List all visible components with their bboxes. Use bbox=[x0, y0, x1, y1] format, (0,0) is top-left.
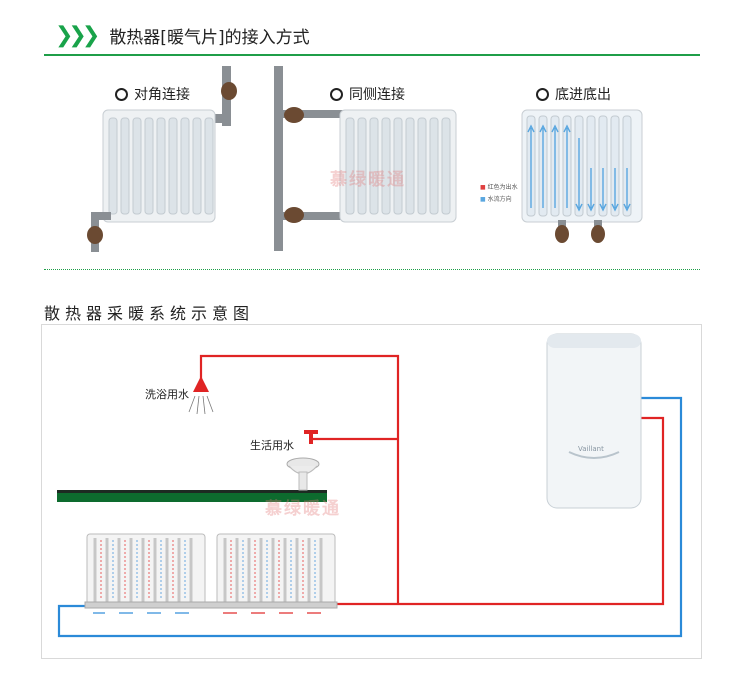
watermark-text-2: 慕绿暖通 bbox=[265, 499, 341, 519]
title-underline bbox=[44, 54, 700, 56]
watermark-text: 慕绿暖通 bbox=[330, 170, 406, 190]
radiator-same-side-illustration bbox=[274, 66, 457, 251]
section-title: 散热器[暖气片]的接入方式 bbox=[109, 27, 310, 48]
radiator-diagonal-illustration bbox=[87, 66, 237, 252]
connection-label-same-side: 同侧连接 bbox=[330, 84, 405, 104]
domestic-water-label: 生活用水 bbox=[250, 439, 294, 452]
circle-bullet-icon bbox=[115, 87, 128, 101]
radiator-bottom-illustration bbox=[521, 109, 643, 243]
triple-chevron-right-icon: ❯❯❯ bbox=[55, 22, 100, 48]
boiler-brand-label: Vaillant bbox=[578, 445, 604, 453]
legend-red-outflow: ■ 红色为出水 bbox=[480, 184, 518, 191]
circle-bullet-icon bbox=[536, 87, 549, 101]
section-header: ❯❯❯ 散热器[暖气片]的接入方式 bbox=[55, 20, 310, 50]
connection-label-bottom: 底进底出 bbox=[536, 84, 611, 104]
heating-system-diagram bbox=[57, 333, 683, 638]
circle-bullet-icon bbox=[330, 87, 343, 101]
system-diagram-frame bbox=[41, 324, 702, 659]
connection-label-diagonal: 对角连接 bbox=[115, 84, 190, 104]
diagram-title: 散热器采暖系统示意图 bbox=[44, 304, 255, 323]
shower-water-label: 洗浴用水 bbox=[145, 388, 189, 401]
section-divider bbox=[44, 269, 700, 270]
legend-flow-direction: ■ 水流方向 bbox=[480, 196, 512, 203]
